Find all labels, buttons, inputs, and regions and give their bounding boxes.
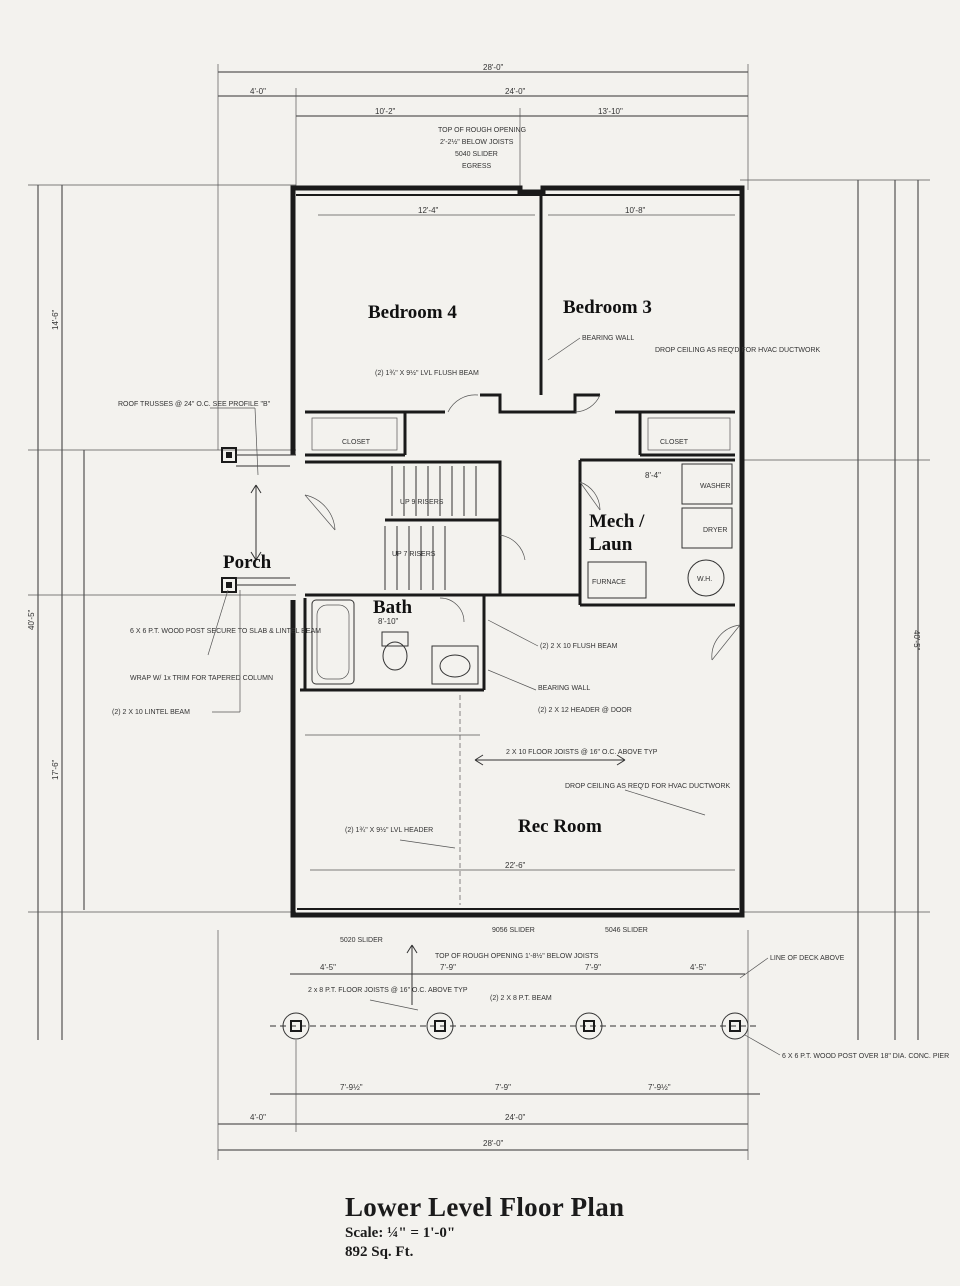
door-swings [304,394,741,661]
closet-left-label: CLOSET [342,439,371,446]
callout-notes: (2) 1¾" X 9½" LVL FLUSH BEAM BEARING WAL… [112,335,949,1060]
dim-deck-3: 7'-9" [585,963,601,972]
note-drop-ceiling-2: DROP CEILING AS REQ'D FOR HVAC DUCTWORK [565,783,731,790]
deck-piers [270,1012,760,1040]
dim-top-sub2: 13'-10" [598,107,623,116]
note-drop-ceiling: DROP CEILING AS REQ'D FOR HVAC DUCTWORK [655,347,821,354]
bottom-dimension-lines: 4'-5" 7'-9" 7'-9" 4'-5" 7'-9½" 7'-9" 7'-… [217,930,760,1160]
plan-area: 892 Sq. Ft. [345,1244,414,1260]
note-lvl-flush-beam: (2) 1¾" X 9½" LVL FLUSH BEAM [375,369,479,377]
dim-bottom-main: 24'-0" [505,1113,526,1122]
dim-deck-1: 4'-5" [320,963,336,972]
note-lvl-header: (2) 1¾" X 9½" LVL HEADER [345,826,433,834]
washer-label: WASHER [700,483,730,490]
svg-text:8'-4": 8'-4" [645,471,661,480]
dim-top-right: 24'-0" [505,87,526,96]
porch-arrow [250,484,262,561]
note-slider-3: 5046 SLIDER [605,927,648,934]
room-label-porch: Porch [223,552,272,573]
staircase: UP 9 RISERS UP 7 RISERS [384,466,477,590]
dryer-label: DRYER [703,527,727,534]
title-block: Lower Level Floor Plan Scale: ¼" = 1'-0"… [345,1192,624,1261]
note-slider-2: 9056 SLIDER [492,927,535,934]
note-wrap: WRAP W/ 1x TRIM FOR TAPERED COLUMN [130,675,273,682]
note-flush-beam: (2) 2 X 10 FLUSH BEAM [540,643,618,650]
room-label-mech-line2: Laun [589,534,633,555]
mechanical-fixtures: WASHER DRYER FURNACE W.H. [587,463,733,599]
stair-note-lower: UP 7 RISERS [392,551,436,558]
dim-pier-1: 7'-9½" [340,1083,363,1092]
top-dimension-lines: 28'-0" 4'-0" 24'-0" 10'-2" 13'-10" [217,63,749,450]
svg-text:EGRESS: EGRESS [462,163,492,170]
svg-text:8'-10": 8'-10" [378,617,399,626]
note-deck-post: 6 X 6 P.T. WOOD POST OVER 18" DIA. CONC.… [782,1053,949,1060]
stair-note-upper: UP 9 RISERS [400,499,444,506]
svg-text:TOP OF ROUGH OPENING: TOP OF ROUGH OPENING [438,127,526,134]
dim-deck-2: 7'-9" [440,963,456,972]
svg-text:2 X 10 FLOOR JOISTS @ 16" O.C.: 2 X 10 FLOOR JOISTS @ 16" O.C. ABOVE TYP [506,749,658,756]
egress-note-top: TOP OF ROUGH OPENING 2'-2½" BELOW JOISTS… [438,127,526,170]
dim-top-overall: 28'-0" [483,63,504,72]
dim-left-overall: 40'-5" [27,609,36,630]
room-label-rec-room: Rec Room [518,816,602,837]
closet-right-label: CLOSET [660,439,689,446]
note-rough-opening: TOP OF ROUGH OPENING 1'-8½" BELOW JOISTS [435,952,599,960]
water-heater-label: W.H. [697,576,712,583]
interior-dimensions: 12'-4" 10'-8" 22'-6" 8'-10" 8'-4" [310,206,735,871]
plan-scale: Scale: ¼" = 1'-0" [345,1225,456,1241]
note-header-door: (2) 2 X 12 HEADER @ DOOR [538,707,632,714]
svg-text:22'-6": 22'-6" [505,861,526,870]
bath-fixtures [311,599,479,685]
svg-text:12'-4": 12'-4" [418,206,439,215]
closets: CLOSET CLOSET [311,417,731,451]
room-label-mech-line1: Mech / [589,511,645,532]
exterior-walls [290,185,745,918]
dim-top-left: 4'-0" [250,87,266,96]
svg-text:5040 SLIDER: 5040 SLIDER [455,151,498,158]
dim-pier-3: 7'-9½" [648,1083,671,1092]
dim-bottom-left: 4'-0" [250,1113,266,1122]
note-wood-post: 6 X 6 P.T. WOOD POST SECURE TO SLAB & LI… [130,628,321,635]
note-deck-joists: 2 x 8 P.T. FLOOR JOISTS @ 16" O.C. ABOVE… [308,987,468,994]
room-label-bedroom-4: Bedroom 4 [368,302,457,323]
note-slider-1: 5020 SLIDER [340,937,383,944]
note-roof-trusses: ROOF TRUSSES @ 24" O.C. SEE PROFILE "B" [118,401,271,408]
furnace-label: FURNACE [592,579,626,586]
dim-right-overall: 40'-5" [912,630,921,651]
interior-walls [221,196,735,692]
dim-left-upper: 14'-6" [51,309,60,330]
room-label-bath: Bath [373,597,413,618]
dim-top-sub1: 10'-2" [375,107,396,116]
note-pt-beam: (2) 2 X 8 P.T. BEAM [490,995,552,1002]
entry-arrow [406,944,418,1005]
room-labels: Bedroom 4 Bedroom 3 Mech / Laun Porch Ba… [223,297,652,837]
note-line-of-deck: LINE OF DECK ABOVE [770,955,845,962]
dim-deck-4: 4'-5" [690,963,706,972]
svg-text:10'-8": 10'-8" [625,206,646,215]
plan-title: Lower Level Floor Plan [345,1192,625,1222]
note-bearing-wall: BEARING WALL [582,335,634,342]
svg-text:2'-2½" BELOW JOISTS: 2'-2½" BELOW JOISTS [440,138,514,146]
side-dimension-lines: 40'-5" 14'-6" 17'-6" 40'-5" [27,179,930,1040]
dim-pier-2: 7'-9" [495,1083,511,1092]
note-bearing-wall-2: BEARING WALL [538,685,590,692]
note-lintel-beam: (2) 2 X 10 LINTEL BEAM [112,709,190,716]
dim-bottom-overall: 28'-0" [483,1139,504,1148]
joist-arrow: 2 X 10 FLOOR JOISTS @ 16" O.C. ABOVE TYP [305,695,658,905]
dim-left-lower: 17'-6" [51,759,60,780]
room-label-bedroom-3: Bedroom 3 [563,297,652,318]
